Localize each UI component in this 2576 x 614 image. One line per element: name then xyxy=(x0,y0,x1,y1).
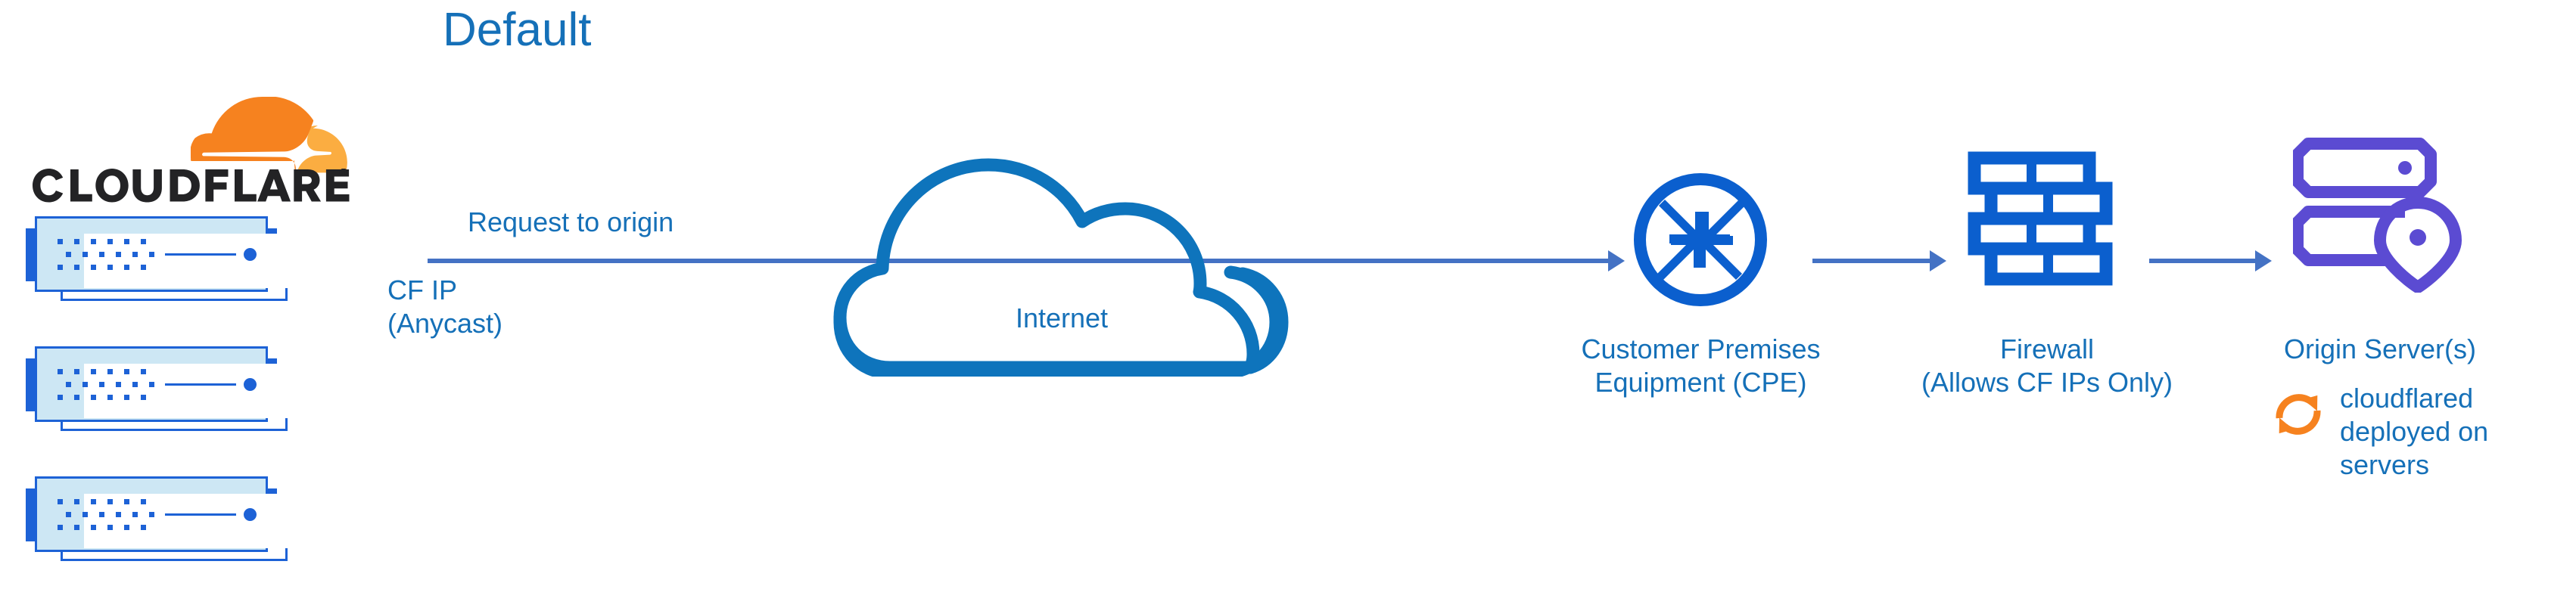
node-label-origin: Origin Server(s) xyxy=(2259,333,2501,366)
arrow-firewall-to-origin-line xyxy=(2149,259,2255,263)
registered-mark-icon xyxy=(339,169,348,177)
svg-text:R: R xyxy=(342,171,346,176)
server-unit-panel xyxy=(84,494,293,548)
brick-wall-icon xyxy=(1968,151,2113,286)
list-item xyxy=(0,342,303,431)
server-unit-panel xyxy=(84,364,293,418)
cloudflare-logo: R xyxy=(32,97,350,210)
cloudflared-line-1: cloudflared xyxy=(2340,383,2474,414)
cloudflared-annotation: cloudflared deployed on servers xyxy=(2270,382,2573,518)
server-unit-panel xyxy=(84,234,293,288)
server-unit-slot-icon xyxy=(165,513,236,516)
server-unit-slot-icon xyxy=(165,253,236,256)
source-label-line-1: CF IP xyxy=(387,274,458,305)
node-label-firewall-line-2: (Allows CF IPs Only) xyxy=(1921,367,2173,398)
arrow-firewall-to-origin-head xyxy=(2255,250,2272,271)
cloudflare-wordmark: R xyxy=(33,169,350,203)
source-label-cf-ip: CF IP (Anycast) xyxy=(387,274,502,340)
page-title: Default xyxy=(443,4,592,56)
node-label-cpe: Customer Premises Equipment (CPE) xyxy=(1502,333,1899,399)
arrow-edge-to-cpe-line xyxy=(428,259,1608,263)
node-label-origin-line-1: Origin Server(s) xyxy=(2283,333,2477,364)
cloud-icon xyxy=(833,158,1289,377)
node-label-internet: Internet xyxy=(1015,302,1109,333)
server-unit-led-icon xyxy=(244,248,257,261)
router-icon xyxy=(1634,173,1767,306)
source-label-line-2: (Anycast) xyxy=(387,308,503,339)
list-item xyxy=(0,472,303,561)
cloudflared-line-3: servers xyxy=(2340,449,2430,480)
server-port-grid-icon xyxy=(58,369,154,401)
cloudflared-line-2: deployed on xyxy=(2340,416,2489,447)
node-label-firewall: Firewall (Allows CF IPs Only) xyxy=(1896,333,2198,399)
edge-label-request-to-origin: Request to origin xyxy=(468,206,674,237)
arrow-edge-to-cpe-head xyxy=(1608,250,1625,271)
arrow-cpe-to-firewall-line xyxy=(1812,259,1930,263)
cloudflare-cloud-mark xyxy=(191,97,347,175)
sync-arrows-icon xyxy=(2276,394,2321,435)
node-label-cpe-line-1: Customer Premises xyxy=(1581,333,1821,364)
server-unit-slot-icon xyxy=(165,383,236,386)
cloudflared-annotation-text: cloudflared deployed on servers xyxy=(2340,382,2529,482)
node-label-cpe-line-2: Equipment (CPE) xyxy=(1594,367,1807,398)
arrow-cpe-to-firewall-head xyxy=(1930,250,1946,271)
server-port-grid-icon xyxy=(58,499,154,531)
server-location-icon xyxy=(2293,138,2462,293)
node-label-firewall-line-1: Firewall xyxy=(1999,333,2094,364)
server-unit-led-icon xyxy=(244,378,257,391)
list-item xyxy=(0,212,303,301)
server-port-grid-icon xyxy=(58,239,154,271)
server-unit-led-icon xyxy=(244,508,257,521)
